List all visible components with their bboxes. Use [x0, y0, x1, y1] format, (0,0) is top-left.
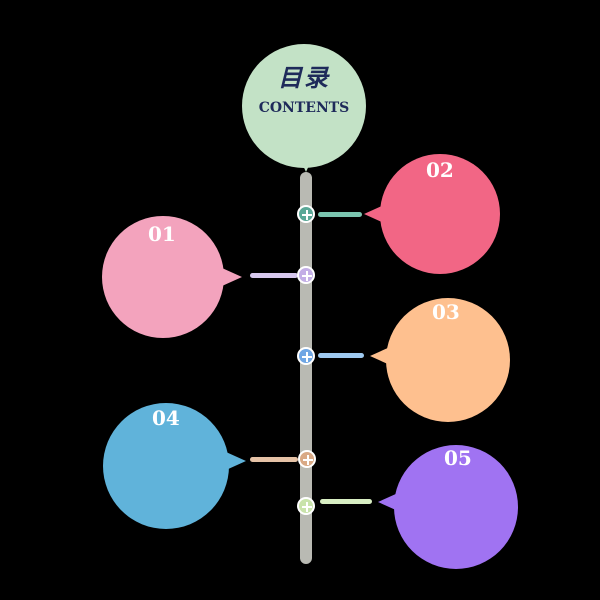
item-01-number: 01	[148, 222, 176, 246]
item-03-connector	[318, 353, 364, 358]
item-02-number: 02	[426, 158, 454, 182]
item-02-plus-node[interactable]	[297, 205, 315, 223]
item-02-connector	[318, 212, 362, 217]
item-05-bubble	[394, 445, 518, 569]
item-05-bubble-tail	[378, 493, 398, 511]
item-04-connector	[250, 457, 298, 462]
title-bubble-tail	[296, 150, 316, 172]
item-01-connector	[250, 273, 298, 278]
item-03-number: 03	[432, 300, 460, 324]
item-01-bubble-tail	[222, 268, 242, 286]
title-english: CONTENTS	[258, 100, 350, 116]
item-04-plus-node[interactable]	[298, 450, 316, 468]
title-bubble	[242, 44, 366, 168]
item-02-bubble-tail	[364, 205, 384, 223]
item-03-bubble	[386, 298, 510, 422]
item-04-number: 04	[152, 406, 180, 430]
item-05-connector	[320, 499, 372, 504]
item-05-number: 05	[444, 446, 472, 470]
item-04-bubble-tail	[226, 452, 246, 470]
item-03-plus-node[interactable]	[297, 347, 315, 365]
item-04-bubble	[103, 403, 229, 529]
item-01-bubble	[102, 216, 224, 338]
item-01-plus-node[interactable]	[297, 266, 315, 284]
title-chinese: 目录	[278, 63, 330, 92]
item-03-bubble-tail	[370, 347, 390, 365]
item-02-bubble	[380, 154, 500, 274]
item-05-plus-node[interactable]	[297, 497, 315, 515]
